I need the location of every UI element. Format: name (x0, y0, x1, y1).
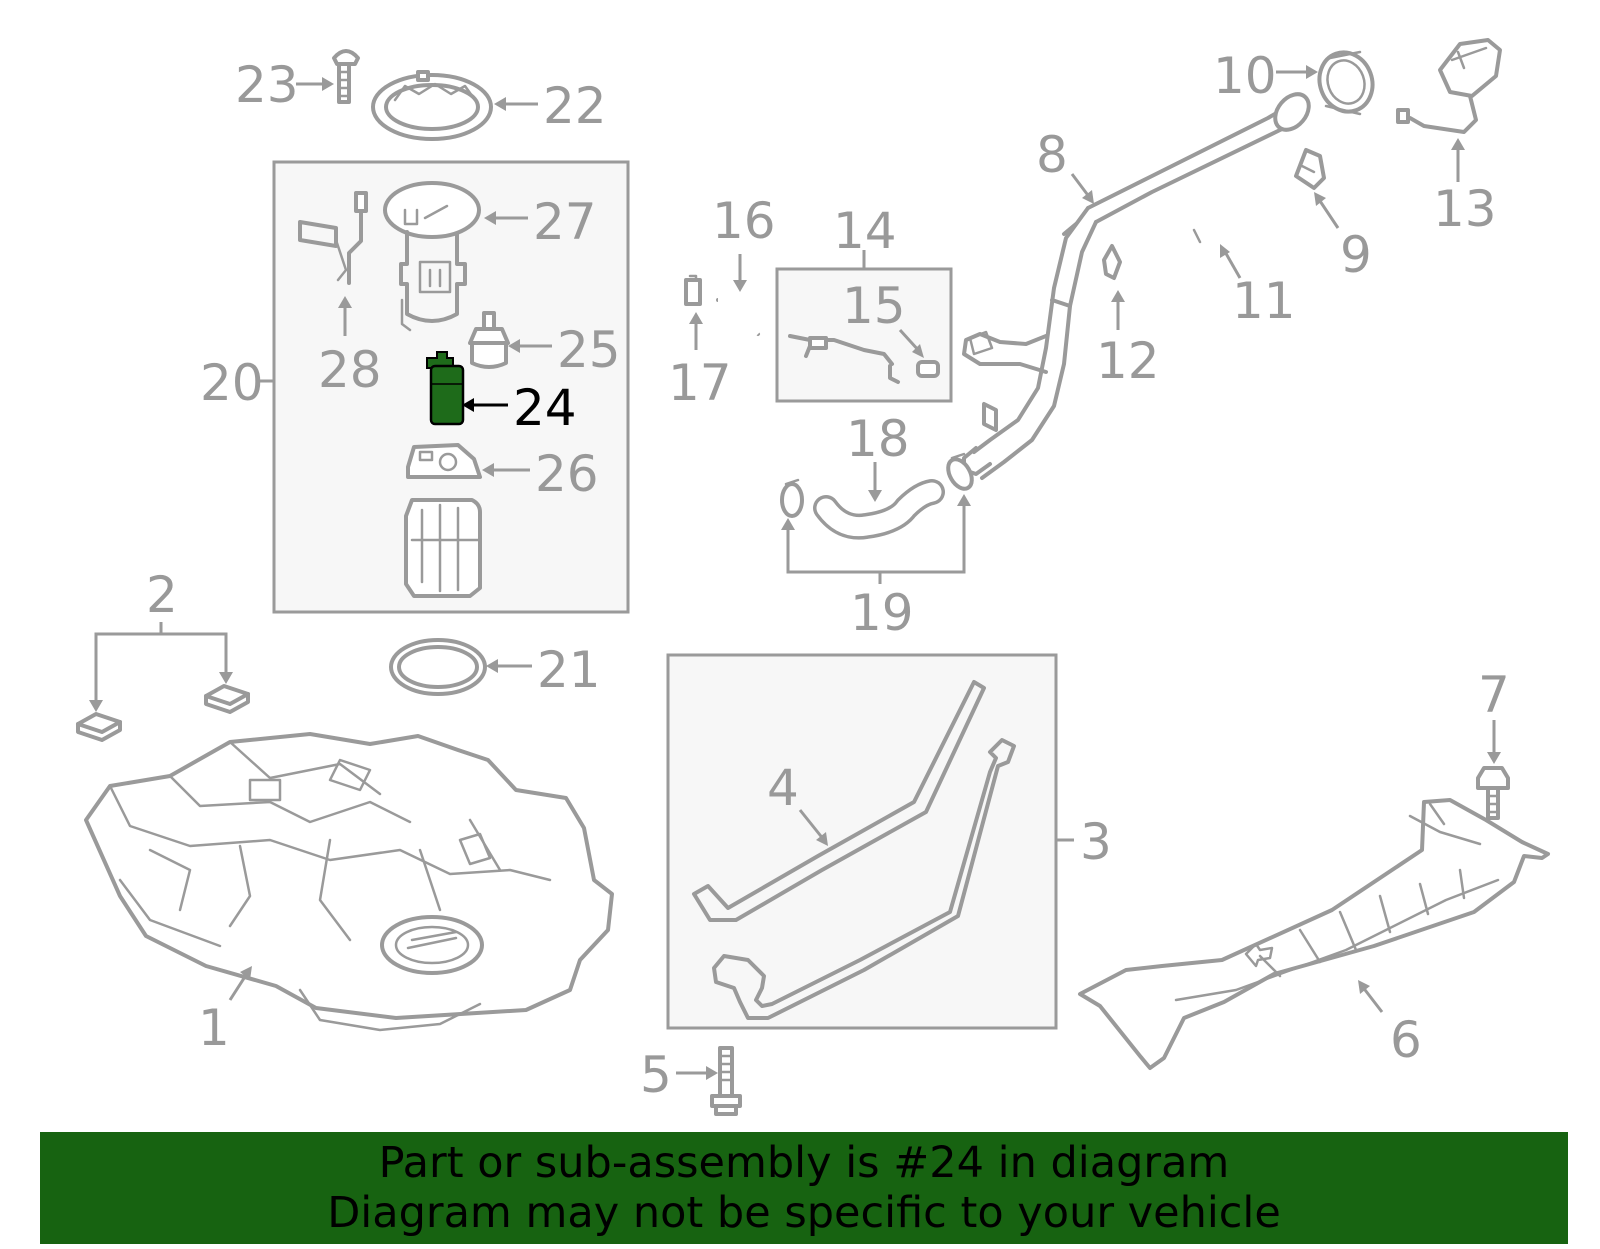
notice-banner: Part or sub-assembly is #24 in diagram D… (40, 1132, 1568, 1244)
part-25-pressure-regulator (468, 311, 510, 369)
label-4: 4 (767, 759, 799, 817)
banner-line-1: Part or sub-assembly is #24 in diagram (378, 1138, 1230, 1188)
label-16: 16 (712, 192, 776, 250)
part-18-hose (813, 479, 945, 540)
label-7: 7 (1478, 666, 1510, 724)
label-17: 17 (668, 354, 732, 412)
label-6: 6 (1390, 1011, 1422, 1069)
label-15: 15 (842, 277, 906, 335)
part-27-pump-module (383, 181, 481, 332)
label-27: 27 (533, 193, 597, 251)
label-3: 3 (1080, 813, 1112, 871)
part-23-screw (332, 49, 360, 104)
label-23: 23 (235, 56, 299, 114)
label-25: 25 (557, 321, 621, 379)
label-12: 12 (1096, 332, 1160, 390)
part-4-strap-front (692, 680, 986, 922)
part-10-filler-ring (1317, 50, 1375, 116)
part-3-strap-rear (712, 738, 1016, 1020)
part-9-clip (1294, 148, 1326, 190)
label-22: 22 (543, 77, 607, 135)
tank-strap-assembly-box (666, 653, 1058, 1030)
label-9: 9 (1340, 226, 1372, 284)
label-18: 18 (846, 410, 910, 468)
label-20: 20 (200, 354, 264, 412)
part-15-vent-valve (788, 334, 940, 384)
label-28: 28 (318, 341, 382, 399)
part-6-heat-shield (1078, 798, 1550, 1070)
part-21-gasket (389, 638, 487, 696)
part-17-connector (684, 274, 702, 306)
part-24-fuel-pump (426, 351, 465, 426)
part-5-bolt (710, 1046, 742, 1116)
part-19-clamps (780, 452, 974, 518)
label-8: 8 (1036, 126, 1068, 184)
banner-line-2: Diagram may not be specific to your vehi… (327, 1188, 1281, 1238)
label-19: 19 (850, 584, 914, 642)
label-26: 26 (535, 445, 599, 503)
label-11: 11 (1232, 272, 1296, 330)
part-7-clip (1476, 766, 1510, 820)
label-14: 14 (833, 202, 897, 260)
part-11-hose (1158, 206, 1250, 260)
pump-reservoir (404, 498, 482, 598)
banner-background (40, 1132, 1568, 1244)
label-21: 21 (537, 641, 601, 699)
part-28-level-sender (298, 191, 368, 285)
part-26-bracket (406, 443, 482, 479)
part-2-pads (76, 684, 250, 742)
label-5: 5 (640, 1046, 672, 1104)
part-13-fuel-cap (1396, 38, 1502, 134)
part-1-fuel-tank (84, 732, 614, 1032)
label-10: 10 (1213, 47, 1277, 105)
part-22-lock-ring (371, 70, 493, 141)
label-24: 24 (513, 379, 577, 437)
part-16-vent-hose (716, 297, 761, 337)
label-13: 13 (1433, 180, 1497, 238)
part-12-clip (1102, 244, 1122, 280)
label-1: 1 (198, 999, 230, 1057)
label-2: 2 (146, 566, 178, 624)
